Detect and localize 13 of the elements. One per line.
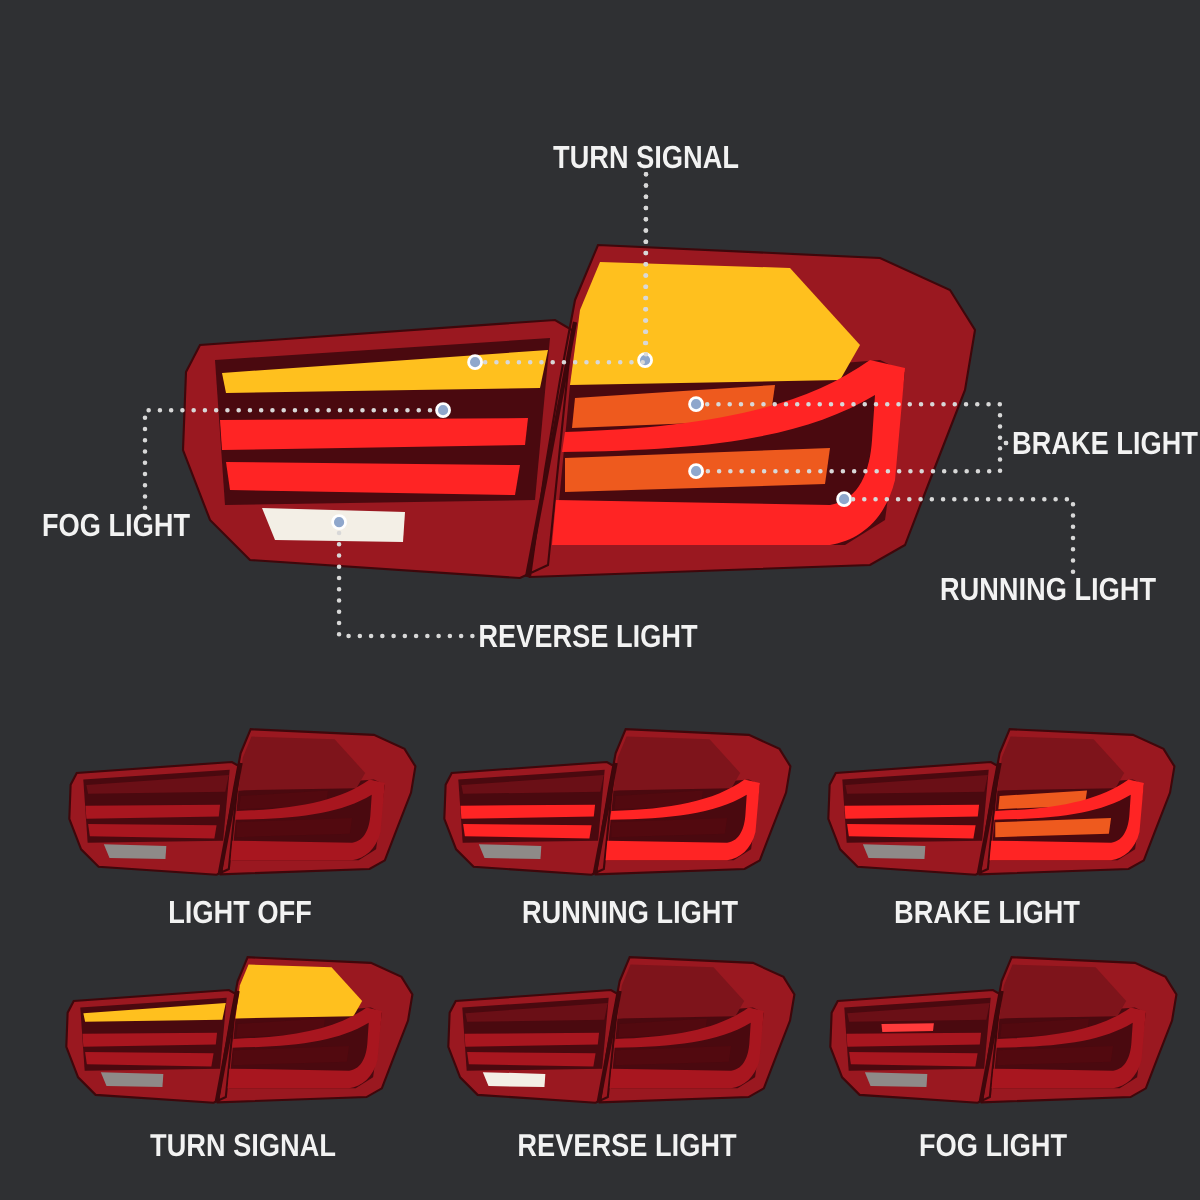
caption: BRAKE LIGHT bbox=[895, 900, 1080, 924]
caption: TURN SIGNAL bbox=[150, 1133, 336, 1157]
leader-line bbox=[849, 496, 1076, 575]
leader-line bbox=[480, 171, 649, 365]
caption: LIGHT OFF bbox=[170, 900, 311, 924]
callout-label: TURN SIGNAL bbox=[553, 145, 739, 169]
caption: FOG LIGHT bbox=[920, 1133, 1067, 1157]
caption: RUNNING LIGHT bbox=[523, 900, 738, 924]
callout-label: BRAKE LIGHT bbox=[1013, 431, 1198, 455]
caption: REVERSE LIGHT bbox=[519, 1133, 737, 1157]
callout-label: FOG LIGHT bbox=[43, 513, 190, 537]
callout-label: REVERSE LIGHT bbox=[480, 624, 698, 648]
callout-label: RUNNING LIGHT bbox=[941, 577, 1156, 601]
